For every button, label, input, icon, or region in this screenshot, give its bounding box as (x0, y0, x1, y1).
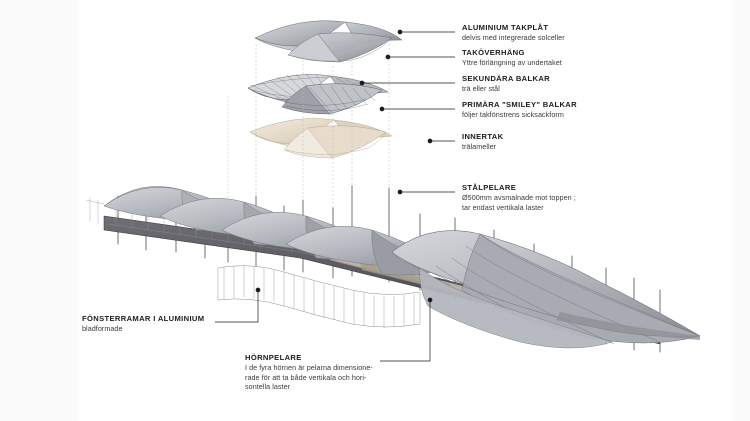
callout-primara-smiley-balkar: PRIMÄRA "SMILEY" BALKAR följer takfönstr… (462, 100, 577, 120)
callout-subtitle-line-3: sontella laster (245, 382, 291, 392)
callout-stalpelare: STÅLPELARE Ø500mm avsmalnade mot toppen … (462, 183, 576, 212)
callout-subtitle: Yttre förlängning av undertaket (462, 58, 562, 67)
callout-aluminium-takplat: ALUMINIUM TAKPLÅT delvis med integrerade… (462, 23, 565, 43)
leader-aluminium-takplat (397, 29, 455, 35)
callout-subtitle: delvis med integrerade solceller (462, 33, 565, 42)
callout-title: HÖRNPELARE (245, 353, 302, 362)
leader-takoverhang (385, 54, 455, 60)
leader-sekundara-balkar (359, 80, 455, 86)
building-canopy-right (391, 230, 701, 349)
callout-innertak: INNERTAK trälameller (462, 132, 503, 152)
callout-subtitle-line-1: I de fyra hörnen är pelarna dimensione- (245, 363, 373, 372)
callout-subtitle: trälameller (462, 142, 497, 151)
callout-title: SEKUNDÄRA BALKAR (462, 74, 551, 83)
left-margin-band (0, 0, 78, 421)
callout-subtitle-line-1: Ø500mm avsmalnade mot toppen ; (462, 193, 576, 202)
callout-title: INNERTAK (462, 132, 504, 141)
layer-aluminium-roof-sheet (254, 20, 403, 63)
callout-title: PRIMÄRA "SMILEY" BALKAR (462, 100, 577, 109)
callout-takoverhang: TAKÖVERHÄNG Yttre förlängning av underta… (462, 48, 562, 68)
leader-primara-smiley-balkar (379, 106, 455, 112)
callout-hornpelare: HÖRNPELARE I de fyra hörnen är pelarna d… (245, 353, 373, 392)
layer-inner-ceiling (249, 118, 393, 159)
callout-title: ALUMINIUM TAKPLÅT (462, 23, 549, 32)
callout-subtitle-line-2: rade för att ta både vertikala och hori- (245, 372, 367, 382)
callout-subtitle: bladformade (82, 324, 123, 333)
callout-leaders (215, 29, 455, 362)
building-left-railing (85, 198, 105, 224)
leader-innertak (427, 138, 455, 144)
building-window-frames (217, 265, 421, 328)
right-margin-band (732, 0, 750, 421)
callout-subtitle: följer takfönstrens sicksackform (462, 110, 564, 119)
layer-secondary-beams (247, 73, 389, 115)
leader-fonsterramar (215, 287, 261, 323)
callout-title: FÖNSTERRAMAR I ALUMINIUM (82, 314, 205, 323)
callout-fonsterramar-i-aluminium: FÖNSTERRAMAR I ALUMINIUM bladformade (82, 314, 204, 334)
callout-subtitle: trä eller stål (462, 84, 500, 93)
callout-sekundara-balkar: SEKUNDÄRA BALKAR trä eller stål (462, 74, 550, 94)
callout-title: STÅLPELARE (462, 183, 517, 192)
leader-hornpelare (380, 297, 433, 362)
leader-stalpelare (397, 189, 455, 195)
callout-subtitle-line-2: tar endast vertikala laster (462, 202, 544, 212)
explosion-guide-lines (227, 44, 390, 230)
callout-title: TAKÖVERHÄNG (462, 48, 525, 57)
